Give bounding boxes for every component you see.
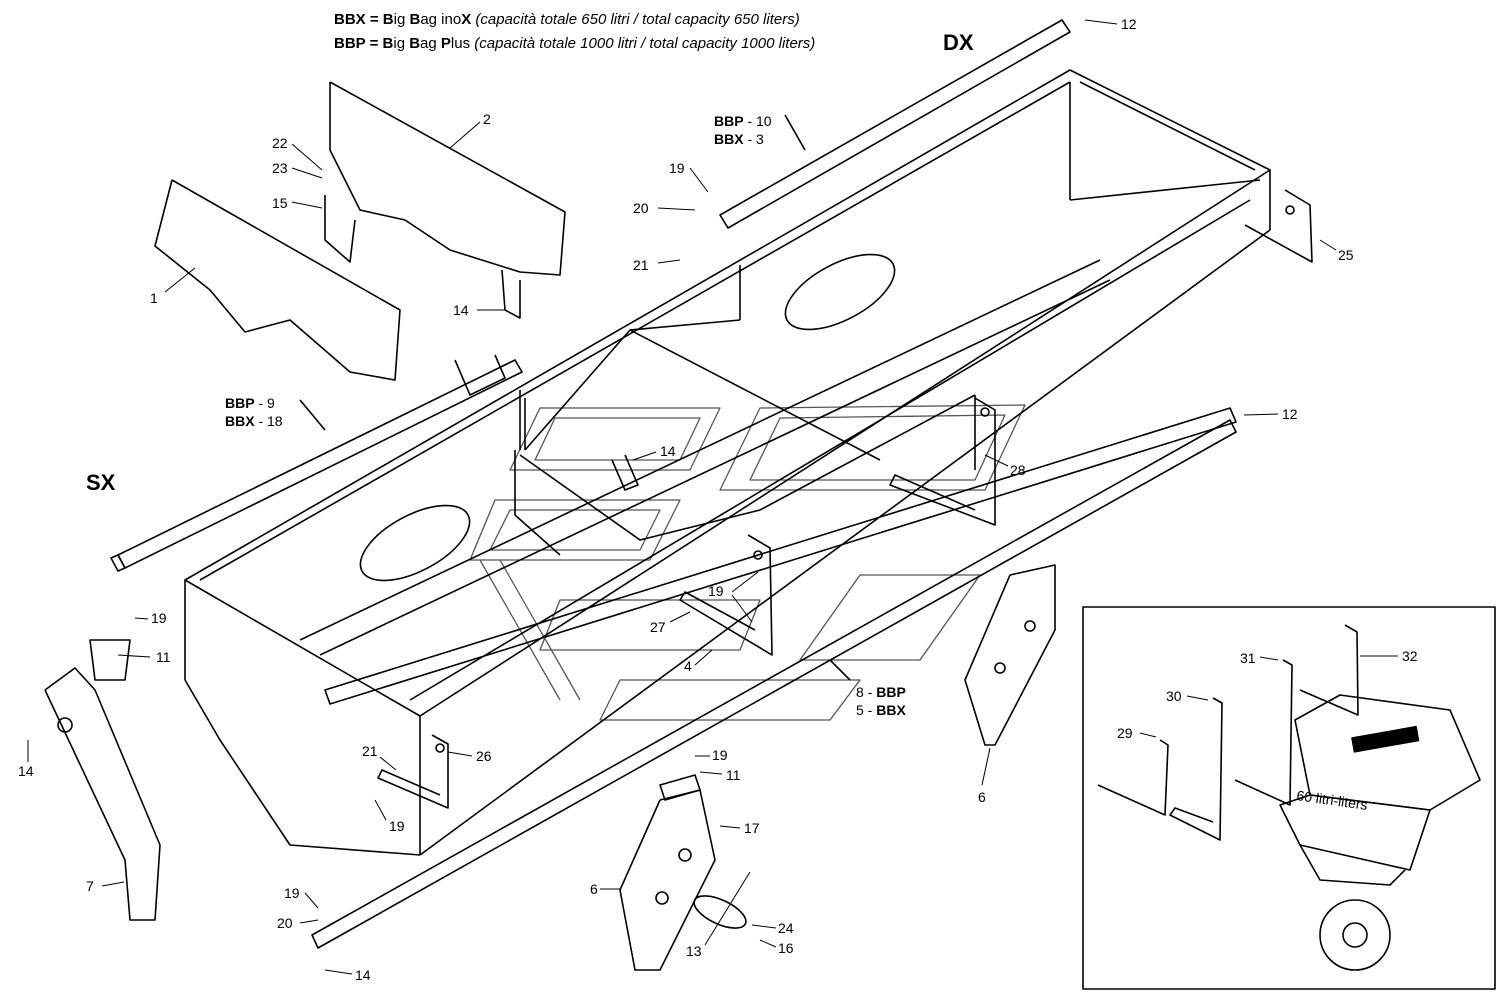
callout-20: 20: [633, 200, 649, 216]
callout-19: 19: [389, 818, 405, 834]
callout-2: 2: [483, 111, 491, 127]
callout-26: 26: [476, 748, 492, 764]
callout-12: 12: [1282, 406, 1298, 422]
callout-24: 24: [778, 920, 794, 936]
inset-brackets: [1097, 624, 1359, 841]
callout-19: 19: [669, 160, 685, 176]
callout-20: 20: [277, 915, 293, 931]
callout-19: 19: [708, 583, 724, 599]
tube-left: [110, 354, 523, 572]
panel-1: [154, 179, 401, 381]
callout-11: 11: [726, 767, 741, 783]
panel-2: [329, 81, 566, 276]
callout-19: 19: [284, 885, 300, 901]
callout-14: 14: [18, 763, 34, 779]
tube-upper: [719, 19, 1071, 229]
bracket-27: [679, 534, 773, 656]
u-bolt-15: [324, 195, 356, 263]
callout-21: 21: [362, 743, 378, 759]
callout-14: 14: [453, 302, 469, 318]
inset-frame: [1082, 606, 1496, 990]
u-bolt-14-top: [501, 269, 521, 319]
callout-32: 32: [1402, 648, 1418, 664]
callout-6: 6: [590, 881, 598, 897]
callouts: 12 2 22 23 15 1 14 19 20 21 25 12 14 28 …: [18, 16, 1418, 983]
callout-17: 17: [744, 820, 760, 836]
callout-25: 25: [1338, 247, 1354, 263]
callout-1: 1: [150, 290, 158, 306]
side-label-left: SX: [86, 470, 116, 495]
clamp-13: [693, 895, 747, 929]
ref-front-tube: 8 - BBP 5 - BBX: [856, 684, 906, 718]
callout-16: 16: [778, 940, 794, 956]
leg-6-center: [619, 774, 716, 971]
ref-upper-tube: BBP - 10 BBX - 3: [714, 113, 772, 147]
inset-hopper: [1279, 694, 1481, 971]
side-label-right: DX: [943, 30, 974, 55]
callout-31: 31: [1240, 650, 1256, 666]
main-box-frame: [184, 69, 1271, 856]
bracket-28: [889, 397, 996, 526]
legend-bbp: BBP = Big Bag Plus (capacità totale 1000…: [334, 35, 816, 52]
hopper-capacity-text: 60 litri-liters: [1296, 787, 1369, 813]
callout-12: 12: [1121, 16, 1137, 32]
callout-27: 27: [650, 619, 666, 635]
callout-22: 22: [272, 135, 288, 151]
callout-29: 29: [1117, 725, 1133, 741]
callout-14: 14: [355, 967, 371, 983]
tube-front: [311, 407, 1237, 949]
callout-11: 11: [156, 649, 171, 665]
watermark-logo: [469, 404, 1026, 721]
callout-21: 21: [633, 257, 649, 273]
callout-13: 13: [686, 943, 702, 959]
callout-30: 30: [1166, 688, 1182, 704]
callout-4: 4: [684, 658, 692, 674]
callout-28: 28: [1010, 462, 1026, 478]
callout-19: 19: [151, 610, 167, 626]
leg-6-right: [964, 564, 1056, 746]
callout-7: 7: [86, 878, 94, 894]
legend-bbx: BBX = Big Bag inoX (capacità totale 650 …: [334, 11, 800, 28]
leg-7: [44, 639, 161, 921]
u-bolt-14-mid: [611, 454, 639, 491]
bracket-25: [1244, 189, 1313, 263]
callout-15: 15: [272, 195, 288, 211]
callout-6: 6: [978, 789, 986, 805]
callout-19: 19: [712, 747, 728, 763]
ref-left-tube: BBP - 9 BBX - 18: [225, 395, 283, 429]
callout-23: 23: [272, 160, 288, 176]
bracket-26: [377, 734, 449, 809]
callout-14: 14: [660, 443, 676, 459]
leader-lines: [27, 19, 1398, 975]
